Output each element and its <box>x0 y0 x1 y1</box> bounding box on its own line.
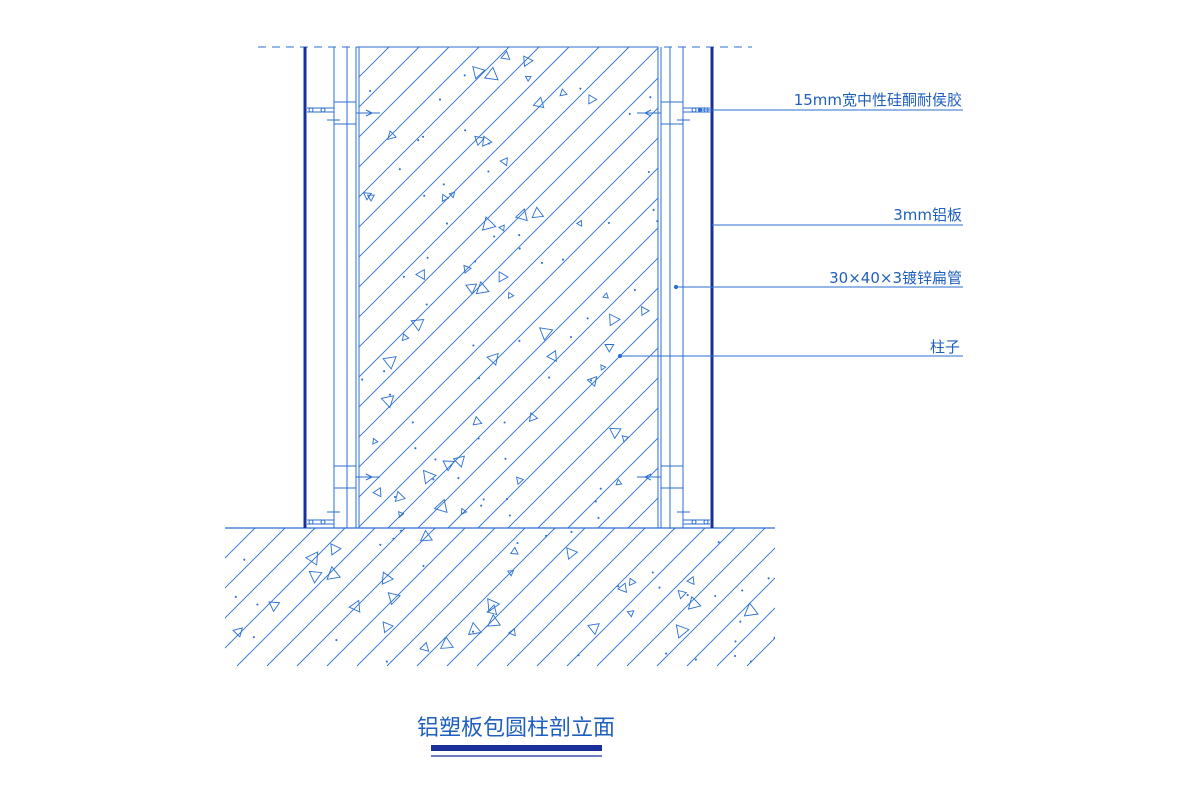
label-aluminum-panel: 3mm铝板 <box>893 206 962 224</box>
label-steel-tube: 30×40×3镀锌扁管 <box>829 269 962 287</box>
fixing-bracket-bottom-left <box>307 465 380 525</box>
fixing-bracket-top-right <box>637 101 710 125</box>
ground-hatch <box>225 528 775 666</box>
title-underline-thick <box>431 745 602 751</box>
left-steel-tube <box>333 47 357 528</box>
label-sealant: 15mm宽中性硅酮耐侯胶 <box>794 91 962 109</box>
fixing-bracket-top-left <box>307 101 380 125</box>
fixing-bracket-bottom-right <box>637 465 710 525</box>
column-hatch <box>359 47 658 528</box>
drawing-title: 铝塑板包圆柱剖立面 <box>417 716 615 741</box>
label-column: 柱子 <box>930 338 960 356</box>
